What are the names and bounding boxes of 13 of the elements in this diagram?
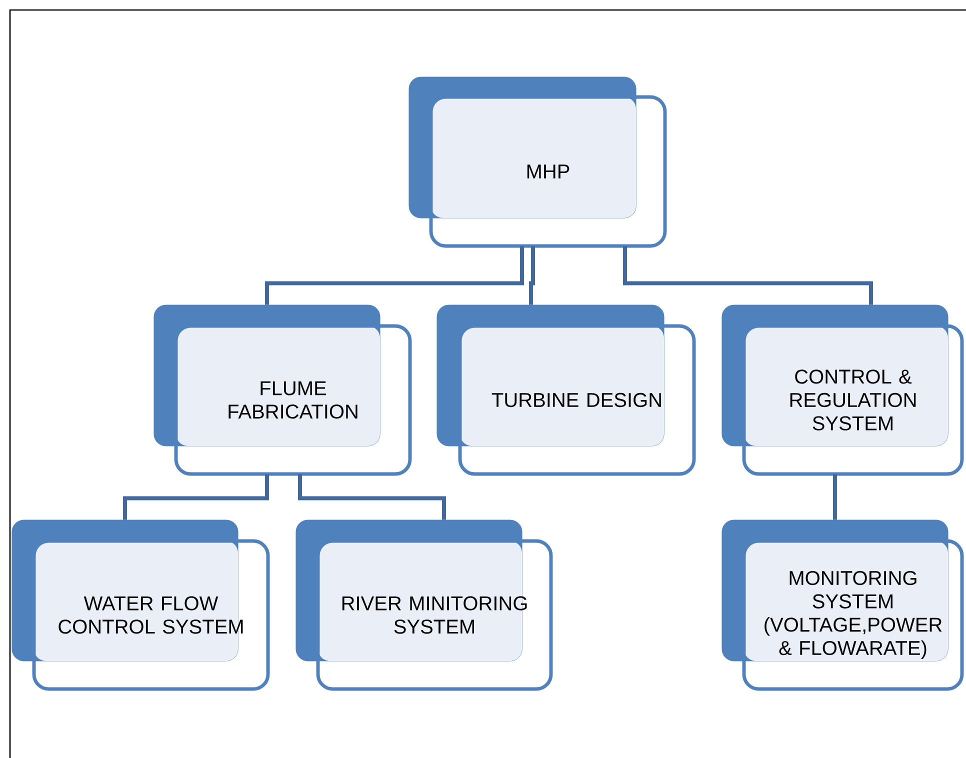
connector-line [265,246,524,305]
process-box: TURBINE DESIGN [436,304,696,476]
process-box: FLUME FABRICATION [154,304,412,476]
connector-line [298,474,446,520]
process-box: WATER FLOW CONTROL SYSTEM [12,520,270,691]
process-box: RIVER MINITORING SYSTEM [296,520,553,691]
connector-line [529,246,535,305]
connector-line [623,246,873,305]
process-box: CONTROL & REGULATION SYSTEM [722,304,964,476]
process-box: MHP [408,76,667,248]
connector-line [833,474,837,520]
connector-line [123,474,269,520]
process-box: MONITORING SYSTEM (VOLTAGE,POWER & FLOWARATE) [722,520,964,691]
